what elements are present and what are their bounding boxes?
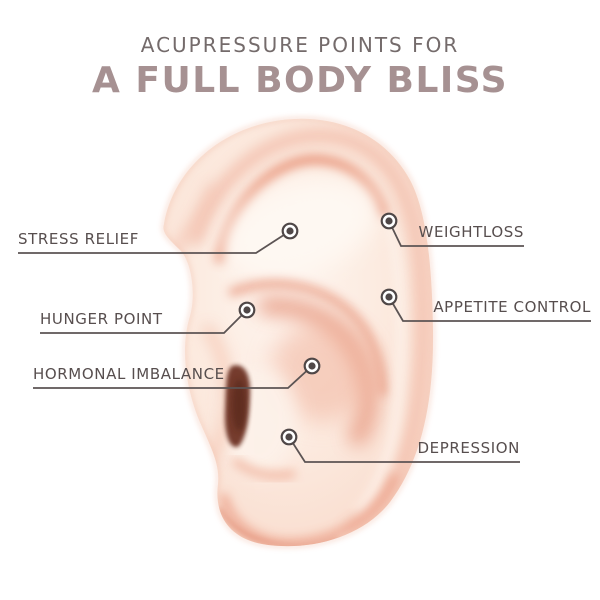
ear-canal-shadow — [224, 365, 251, 448]
leader-line-weightloss — [388, 220, 524, 247]
leader-line-depression — [288, 436, 520, 463]
acupoint-label-hormonal-imbalance: HORMONAL IMBALANCE — [33, 365, 225, 383]
leader-line-stress-relief — [18, 230, 291, 254]
point-markers — [238, 212, 398, 446]
leader-lines — [18, 220, 591, 463]
point-marker-hunger-point — [238, 301, 256, 319]
leader-line-hunger-point — [40, 309, 248, 334]
leader-line-appetite-control — [388, 296, 591, 322]
kicker-title: ACUPRESSURE POINTS FOR — [140, 33, 460, 57]
point-marker-weightloss — [380, 212, 398, 230]
point-marker-appetite-control — [380, 288, 398, 306]
header: ACUPRESSURE POINTS FOR A FULL BODY BLISS — [0, 0, 600, 101]
acupoint-label-appetite-control: APPETITE CONTROL — [433, 298, 591, 316]
acupoint-label-hunger-point: HUNGER POINT — [40, 310, 163, 328]
page-title: A FULL BODY BLISS — [91, 60, 509, 101]
point-marker-stress-relief — [281, 222, 299, 240]
acupoint-label-depression: DEPRESSION — [417, 439, 520, 457]
acupoint-label-stress-relief: STRESS RELIEF — [18, 230, 139, 248]
leader-line-hormonal-imbalance — [33, 365, 313, 389]
acupoint-label-weightloss: WEIGHTLOSS — [418, 223, 524, 241]
point-marker-hormonal-imbalance — [303, 357, 321, 375]
point-marker-depression — [280, 428, 298, 446]
